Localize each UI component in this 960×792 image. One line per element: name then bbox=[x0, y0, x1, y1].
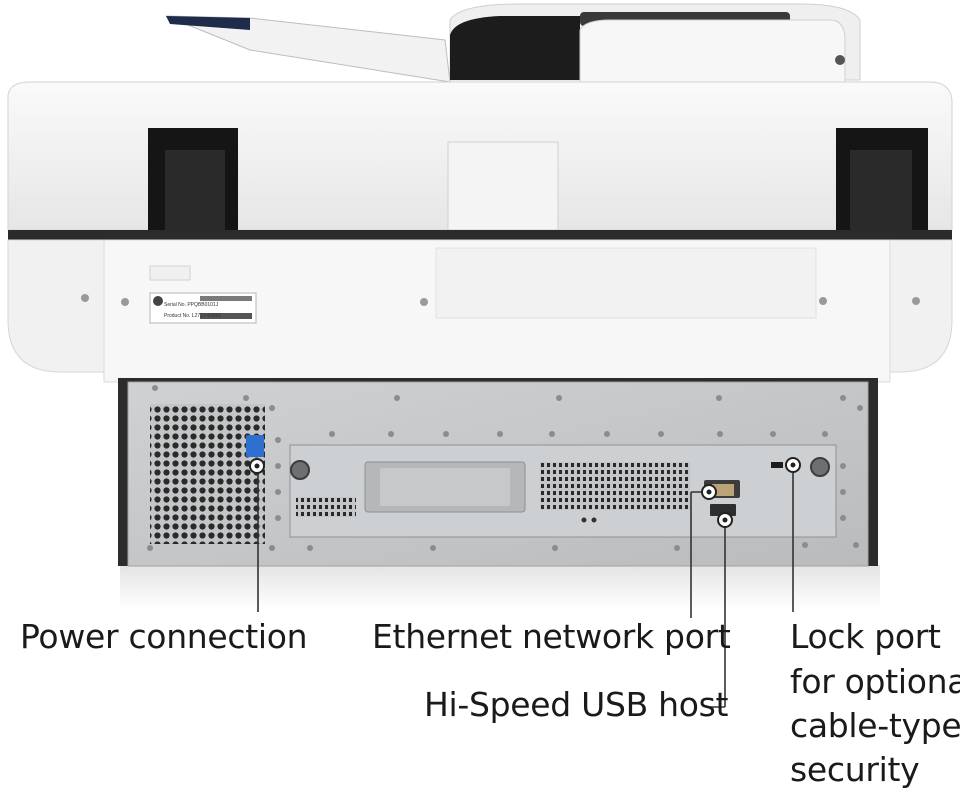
lock-port-callout-line-2: for optional bbox=[790, 662, 960, 701]
slot-vent bbox=[540, 462, 690, 510]
product-number-text: Product No. L2717-64001 bbox=[164, 313, 222, 319]
serial-number-text: Serial No. PPQBB0101J bbox=[164, 302, 219, 308]
usb-host-callout: Hi-Speed USB host bbox=[424, 685, 729, 724]
lock-port-callout-line-3: cable-type bbox=[790, 706, 960, 745]
small-vent bbox=[296, 497, 356, 517]
lock-port-callout-line-1: Lock port bbox=[790, 617, 941, 656]
lock-port-callout-line-4: security bbox=[790, 750, 920, 789]
callout-lines bbox=[257, 465, 794, 708]
formatter-panel bbox=[118, 378, 878, 567]
ethernet-port-callout: Ethernet network port bbox=[372, 617, 731, 656]
serial-label bbox=[149, 292, 257, 324]
usb-port bbox=[710, 504, 736, 516]
power-socket bbox=[246, 435, 264, 457]
scanner-body bbox=[7, 81, 953, 383]
floor-reflection bbox=[120, 565, 880, 610]
power-connection-callout: Power connection bbox=[20, 617, 308, 656]
hp-logo-icon bbox=[153, 296, 163, 306]
hex-vent bbox=[150, 404, 265, 544]
panel-screws bbox=[147, 385, 863, 551]
lock-slot bbox=[771, 462, 783, 468]
